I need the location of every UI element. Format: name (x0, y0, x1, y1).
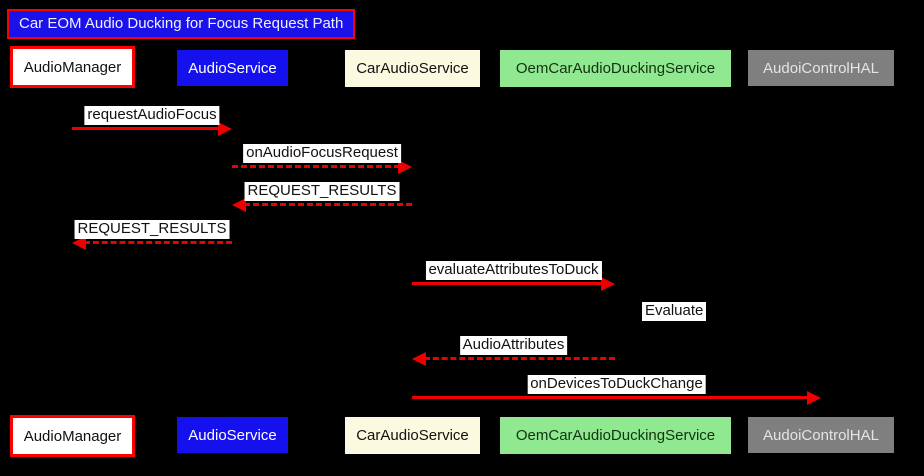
participant-bottom-audiomanager: AudioManager (10, 415, 135, 457)
message-arrow-line-evaluateattributestoduck (412, 282, 603, 285)
message-arrow-line-audioattributes (424, 357, 615, 360)
message-arrowhead-audioattributes (412, 352, 426, 366)
participant-top-audiomanager: AudioManager (10, 46, 135, 88)
message-arrowhead-evaluateattributestoduck (601, 277, 615, 291)
participant-top-oemcaraudioduckingservice: OemCarAudioDuckingService (500, 50, 731, 87)
participant-top-audoicontrolhal: AudoiControlHAL (748, 50, 894, 86)
message-arrow-line-ondevicestoduckchange (412, 396, 809, 399)
message-arrowhead-request-results (72, 236, 86, 250)
diagram-title: Car EOM Audio Ducking for Focus Request … (7, 9, 356, 39)
message-arrowhead-ondevicestoduckchange (807, 391, 821, 405)
message-arrowhead-request-results (232, 198, 246, 212)
message-arrow-line-requestaudiofocus (72, 127, 220, 130)
message-arrowhead-onaudiofocusrequest (398, 160, 412, 174)
participant-bottom-audioservice: AudioService (177, 417, 288, 453)
lifeline-oemcaraudioduckingservice (615, 87, 616, 417)
participant-bottom-audoicontrolhal: AudoiControlHAL (748, 417, 894, 453)
message-label-requestaudiofocus: requestAudioFocus (84, 106, 220, 125)
message-arrowhead-requestaudiofocus (218, 122, 232, 136)
message-label-evaluateattributestoduck: evaluateAttributesToDuck (425, 261, 602, 280)
participant-top-audioservice: AudioService (177, 50, 288, 86)
participant-bottom-caraudioservice: CarAudioService (345, 417, 480, 454)
message-label-onaudiofocusrequest: onAudioFocusRequest (243, 144, 401, 163)
message-label-audioattributes: AudioAttributes (459, 336, 568, 355)
message-label-request-results: REQUEST_RESULTS (244, 182, 400, 201)
lifeline-audioservice (232, 86, 233, 417)
lifeline-audiomanager (72, 88, 73, 415)
message-label-evaluate: Evaluate (642, 302, 707, 321)
message-arrow-line-request-results (244, 203, 412, 206)
lifeline-caraudioservice (412, 87, 413, 417)
participant-top-caraudioservice: CarAudioService (345, 50, 480, 87)
lifeline-audoicontrolhal (821, 86, 822, 417)
message-arrow-line-request-results (84, 241, 232, 244)
message-label-request-results: REQUEST_RESULTS (74, 220, 230, 239)
participant-bottom-oemcaraudioduckingservice: OemCarAudioDuckingService (500, 417, 731, 454)
message-label-ondevicestoduckchange: onDevicesToDuckChange (527, 375, 706, 394)
message-arrow-line-onaudiofocusrequest (232, 165, 400, 168)
